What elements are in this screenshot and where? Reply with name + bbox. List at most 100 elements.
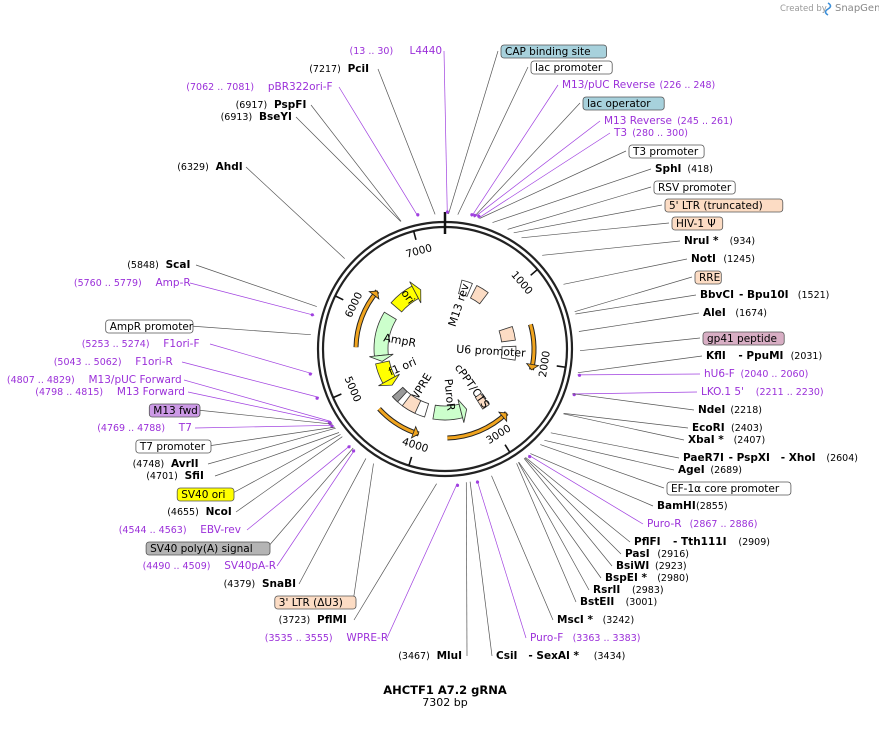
primer-name: WPRE-R [346,632,388,644]
left-label: M13 fwd [148,403,201,418]
right-label: BamHI(2855) [657,500,728,512]
left-label: SV40 poly(A) signal [145,541,271,556]
enzyme-name: BbvCI [700,289,734,301]
primer-range: (3363 .. 3383) [573,633,641,644]
feature-tag-box [666,481,792,496]
leader-line [476,480,527,639]
enzyme-position: (1521) [798,290,830,301]
leader-line [516,463,577,603]
enzyme-position: (4655) [167,507,199,518]
right-label: gp41 peptide [702,331,785,346]
right-label: T3(280 .. 300) [613,127,688,139]
leader-line [479,150,627,219]
primer-name: M13 Reverse [604,115,672,127]
right-label: HIV-1 Ψ [671,216,724,231]
enzyme-position: (3001) [626,597,658,608]
primer-name: F1ori-R [135,356,172,368]
enzyme-name: PaeR7I [683,452,724,464]
feature-tag-box [664,198,784,213]
leader-line [525,457,631,543]
left-label: (4379)SnaBI [224,578,296,590]
right-label: RSV promoter [653,180,736,195]
feature-tag-text: RSV promoter [658,182,732,194]
primer-range: (4807 .. 4829) [7,375,75,386]
feature-tag-text: M13 fwd [153,405,198,417]
primer-range: (226 .. 248) [660,80,716,91]
left-label: (5253 .. 5274)F1ori-F [82,338,200,350]
feature-arrow-head [457,399,468,423]
primer-name: pBR322ori-F [268,81,333,93]
right-label: NdeI(2218) [698,404,762,416]
enzyme-name: NotI [691,253,716,265]
leader-line [298,458,367,585]
primer-site-marker [308,372,312,376]
left-label: AmpR promoter [105,319,194,334]
enzyme-name: - SexAI * [528,650,579,662]
left-label: (4748)AvrII [133,458,199,470]
leader-line [572,393,695,411]
feature-label: AmpR [382,331,417,350]
leader-line [276,449,356,567]
right-label: 5' LTR (truncated) [664,198,784,213]
right-label: AleI(1674) [703,307,767,319]
feature-tag-text: T3 promoter [632,146,699,158]
right-label: Puro-R(2867 .. 2886) [647,518,757,530]
right-label: hU6-F(2040 .. 2060) [704,368,808,380]
right-label: EcoRI(2403) [692,422,763,434]
right-label: NruI *(934) [684,235,755,247]
leader-line [574,276,693,313]
orange-arc [447,412,508,440]
enzyme-name: EcoRI [692,422,725,434]
right-label: BsiWI(2923) [616,560,687,572]
leader-line [474,120,601,218]
enzyme-position: (2923) [655,561,687,572]
enzyme-name: - PpuMI [738,350,783,362]
leader-line [465,482,468,657]
left-label: (4769 .. 4788)T7 [97,422,192,434]
enzyme-position: (2604) [826,453,858,464]
enzyme-name: PciI [348,63,369,75]
feature-tag-box [500,44,607,59]
enzyme-name: - XhoI [781,452,816,464]
feature-tag-text: EF-1α core promoter [671,483,780,495]
enzyme-name: BamHI [657,500,696,512]
enzyme-name: NruI * [684,235,719,247]
enzyme-name: XbaI * [688,434,724,446]
right-label: BstEII(3001) [580,596,657,608]
leader-line [577,355,703,374]
leader-line [207,426,335,447]
backbone-ring [316,212,574,478]
scale-tick [556,365,566,369]
right-label: RRE [694,270,722,285]
leader-line [563,258,688,285]
scale-tick-label: 1000 [508,269,535,297]
scale-tick [334,295,344,301]
enzyme-position: (3242) [603,615,635,626]
feature-block [401,394,422,414]
primer-name: T7 [178,422,192,434]
leader-line [230,434,341,495]
feature-tag-text: RRE [699,272,720,284]
credit-text: Created by [780,4,827,14]
right-label: NotI(1245) [691,253,755,265]
leader-line [518,461,602,579]
orange-arc-arrowhead [368,290,380,300]
enzyme-name: AhdI [216,161,243,173]
feature-label: M13 rev [446,281,472,328]
right-label: BspEI *(2980) [605,572,689,584]
feature-tag-text: 3' LTR (ΔU3) [279,597,343,609]
enzyme-position: (2916) [657,549,689,560]
leader-line [513,204,663,234]
right-label: M13 Reverse(245 .. 261) [604,115,733,127]
feature-tag-text: SV40 poly(A) signal [150,543,253,555]
feature-label: cPPT/CTS [452,362,492,411]
scale-tick-label: 5000 [342,375,364,404]
feature-tag-box [694,270,722,285]
enzyme-name: NdeI [698,404,725,416]
primer-site-marker [475,480,480,484]
left-label: (7062 .. 7081)pBR322ori-F [186,81,332,93]
primer-name: F1ori-F [163,338,199,350]
